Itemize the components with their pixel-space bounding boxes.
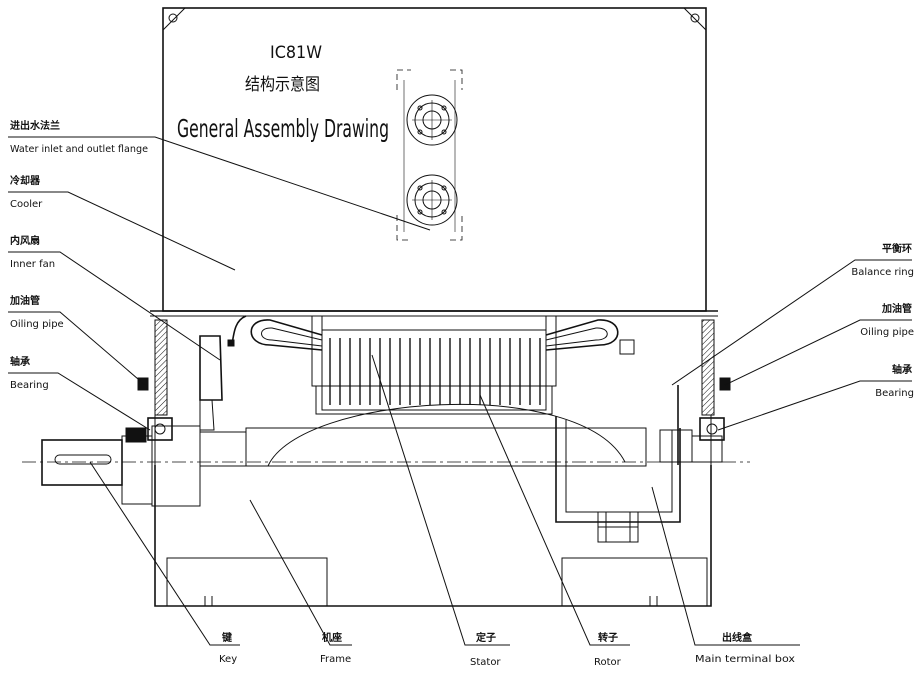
terminal-box-shape — [555, 416, 681, 543]
water-flange-en: Water inlet and outlet flange — [10, 144, 148, 155]
frame-cn: 机座 — [322, 631, 342, 644]
rotor-arc — [267, 403, 626, 467]
inner-fan — [199, 315, 247, 431]
stator-cn: 定子 — [476, 631, 496, 644]
oiling-pipe-right-en: Oiling pipe — [860, 327, 914, 338]
cooler-en: Cooler — [10, 199, 43, 210]
cooler-box — [150, 7, 718, 317]
rotor-en: Rotor — [594, 657, 622, 668]
motor-frame — [154, 319, 715, 607]
balance-ring-en: Balance ring — [851, 267, 914, 278]
cooler-cn: 冷却器 — [10, 174, 41, 187]
water-flange-cn: 进出水法兰 — [10, 119, 60, 132]
water-flange-detail — [396, 69, 463, 241]
balance-ring-cn: 平衡环 — [882, 242, 912, 255]
leader-lines — [8, 136, 912, 646]
terminal-box-cn: 出线盒 — [722, 631, 753, 644]
bearing-left-cn: 轴承 — [10, 355, 30, 368]
stator-core — [311, 315, 557, 415]
oiling-pipe-left-en: Oiling pipe — [10, 319, 64, 330]
rotor-cn: 转子 — [598, 631, 618, 644]
shaft — [22, 425, 750, 507]
bearing-left-en: Bearing — [10, 380, 49, 391]
inner-fan-en: Inner fan — [10, 259, 55, 270]
bearing-left — [125, 377, 173, 443]
stator-en: Stator — [470, 657, 501, 668]
end-windings — [250, 319, 635, 355]
bearing-right-cn: 轴承 — [892, 363, 912, 376]
en-title: General Assembly Drawing — [177, 114, 389, 143]
key-en: Key — [219, 654, 237, 665]
bearing-right — [699, 377, 731, 441]
inner-fan-cn: 内风扇 — [10, 234, 40, 247]
bearing-right-en: Bearing — [875, 388, 914, 399]
frame-en: Frame — [320, 654, 351, 665]
oiling-pipe-left-cn: 加油管 — [9, 294, 40, 307]
model-title: IC81W — [270, 43, 322, 63]
terminal-box-en: Main terminal box — [695, 654, 795, 665]
cn-title: 结构示意图 — [245, 75, 320, 95]
oiling-pipe-right-cn: 加油管 — [881, 302, 912, 315]
key-cn: 键 — [221, 631, 233, 644]
